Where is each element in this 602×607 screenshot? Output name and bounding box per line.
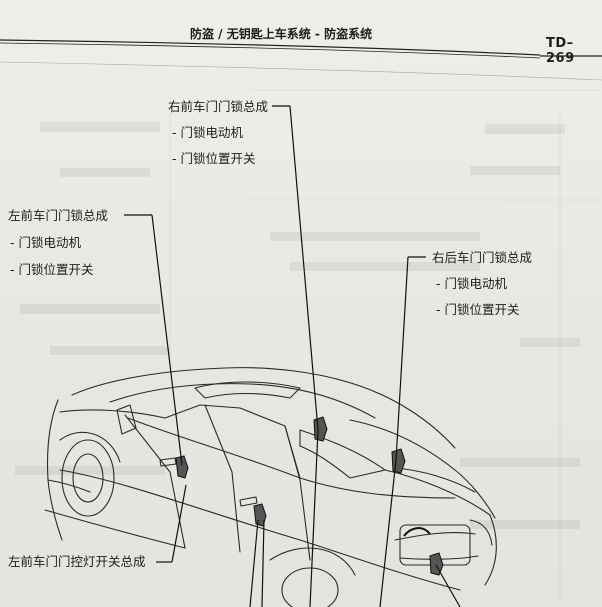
page-number: TD–269: [546, 36, 575, 66]
callout-rr-door-lock-title: 右后车门门锁总成: [432, 250, 533, 265]
page-header-title: 防盗 / 无钥匙上车系统 - 防盗系统: [190, 27, 373, 41]
callout-rr-door-lock-item: - 门锁位置开关: [436, 302, 520, 317]
callout-fl-door-lock-item: - 门锁电动机: [10, 235, 81, 250]
header-rule: [0, 39, 602, 81]
callout-fr-door-lock-item: - 门锁电动机: [172, 125, 243, 140]
car-body-outline: [44, 367, 497, 607]
leader-lines: [124, 105, 461, 607]
callout-fr-door-lock-item: - 门锁位置开关: [172, 151, 256, 166]
callout-fl-courtesy-switch-title: 左前车门门控灯开关总成: [8, 554, 146, 569]
callout-rr-door-lock-item: - 门锁电动机: [436, 276, 507, 291]
callout-fl-door-lock-item: - 门锁位置开关: [10, 262, 94, 277]
callout-fr-door-lock-title: 右前车门门锁总成: [168, 99, 269, 114]
callout-fl-door-lock-title: 左前车门门锁总成: [8, 208, 109, 223]
